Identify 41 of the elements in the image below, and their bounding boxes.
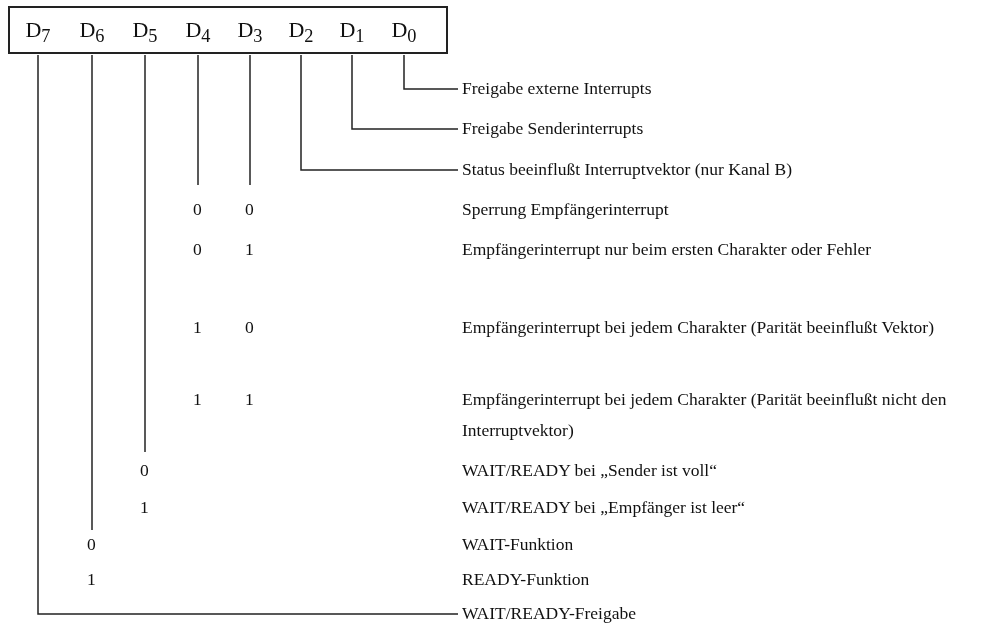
leader-line: [144, 54, 146, 453]
bit-value: 1: [193, 316, 202, 339]
bit-value: 1: [140, 496, 149, 519]
bit-label: D$_{2}$: [279, 8, 323, 52]
bit-value: 1: [245, 388, 254, 411]
description-text: Empfängerinterrupt nur beim ersten Charakter oder Fehler: [462, 238, 873, 261]
description-text: WAIT/READY bei „Sender ist voll“: [462, 459, 717, 482]
bit-value: 0: [193, 238, 202, 261]
description-text: WAIT-Funktion: [462, 533, 574, 556]
bit-value: 1: [87, 568, 96, 591]
description-text: WAIT/READY bei „Empfänger ist leer“: [462, 496, 746, 519]
bit-value: 0: [87, 533, 96, 556]
bit-value: 0: [245, 198, 254, 221]
description-text: WAIT/READY-Freigabe: [462, 598, 636, 629]
leader-line: [249, 54, 251, 186]
description-text: Freigabe Senderinterrupts: [462, 113, 644, 144]
description-text: Freigabe externe Interrupts: [462, 73, 652, 104]
leader-line: [403, 54, 459, 90]
bit-value: 1: [245, 238, 254, 261]
leader-line: [91, 54, 93, 531]
bit-value: 0: [245, 316, 254, 339]
bit-value: 0: [193, 198, 202, 221]
bit-value: 1: [193, 388, 202, 411]
leader-line: [351, 54, 459, 130]
description-text: Empfängerinterrupt bei jedem Charakter (Parität beeinflußt nicht den Interruptvektor): [462, 388, 948, 442]
bit-label: D$_{5}$: [123, 8, 167, 52]
bit-label: D$_{6}$: [70, 8, 114, 52]
description-text: Empfängerinterrupt bei jedem Charakter (Parität beeinflußt Vektor): [462, 316, 935, 339]
bit-value: 0: [140, 459, 149, 482]
description-text: Status beeinflußt Interruptvektor (nur Kanal B): [462, 154, 792, 185]
leader-line: [197, 54, 199, 186]
description-text: Sperrung Empfängerinterrupt: [462, 198, 669, 221]
leader-line: [300, 54, 459, 171]
bit-label: D$_{1}$: [330, 8, 374, 52]
bit-label: D$_{3}$: [228, 8, 272, 52]
bit-label: D$_{7}$: [16, 8, 60, 52]
bit-label: D$_{4}$: [176, 8, 220, 52]
leader-line: [37, 54, 459, 615]
register-box: [8, 6, 448, 54]
description-text: READY-Funktion: [462, 568, 590, 591]
bit-label: D$_{0}$: [382, 8, 426, 52]
